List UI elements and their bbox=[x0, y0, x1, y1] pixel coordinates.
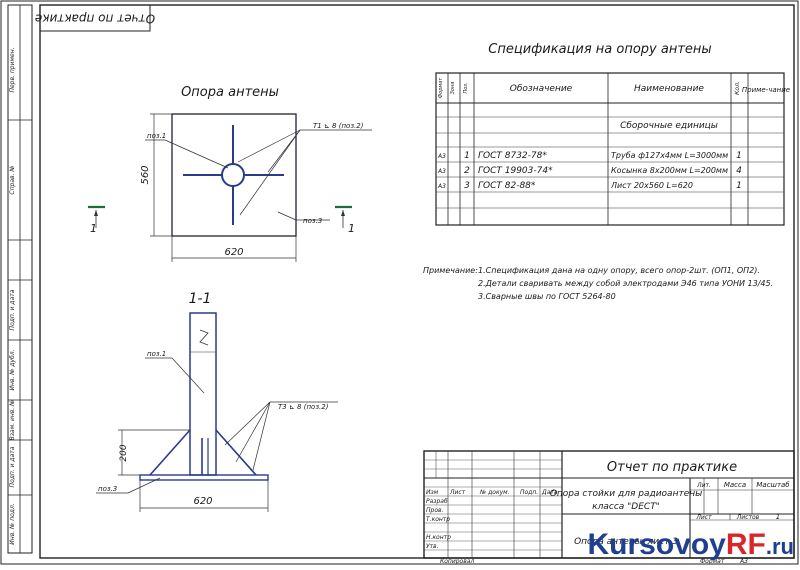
top-weld-label: Т1 ⊾ 8 (поз.2) bbox=[313, 122, 364, 130]
side-label-1: Перв. примен. bbox=[9, 47, 16, 92]
note-3: 3.Сварные швы по ГОСТ 5264-80 bbox=[478, 292, 616, 301]
watermark-part3: .ru bbox=[765, 534, 794, 559]
tb-col-izm: Изм bbox=[426, 489, 439, 496]
tb-col-date: Дата bbox=[541, 489, 558, 496]
note-2: 2.Детали сваривать между собой электрода… bbox=[478, 279, 773, 288]
title-block-grid bbox=[423, 450, 795, 559]
tb-desc-line1: Опора стойки для радиоантены bbox=[550, 489, 702, 499]
title-block-title: Отчет по практике bbox=[607, 460, 737, 475]
spec-row-1: А3 1 ГОСТ 8732-78* Труба ф127х4мм L=3000… bbox=[437, 151, 742, 161]
side-label-7: Инв. № подл. bbox=[9, 503, 16, 544]
section-mark-right-label: 1 bbox=[348, 222, 355, 235]
svg-text:А3: А3 bbox=[437, 183, 446, 190]
notes-label: Примечание: bbox=[423, 266, 478, 275]
watermark-logo: KursovoyRF.ru bbox=[588, 528, 795, 562]
svg-text:Труба ф127х4мм L=3000мм: Труба ф127х4мм L=3000мм bbox=[611, 151, 728, 160]
svg-text:1: 1 bbox=[464, 151, 470, 161]
spec-header-qty: Кол. bbox=[734, 81, 741, 95]
tb-format-value: А3 bbox=[739, 558, 748, 565]
top-view-leaders bbox=[145, 129, 372, 221]
svg-text:ГОСТ 19903-74*: ГОСТ 19903-74* bbox=[478, 166, 553, 176]
section-view-leaders bbox=[96, 357, 338, 494]
watermark-part2: RF bbox=[725, 528, 766, 561]
spec-table-grid bbox=[435, 72, 785, 226]
svg-text:А3: А3 bbox=[437, 168, 446, 175]
tb-role-utv: Утв. bbox=[426, 543, 439, 550]
svg-text:Косынка 8х200мм L=200мм: Косынка 8х200мм L=200мм bbox=[611, 166, 728, 175]
top-pos3-label: поз.3 bbox=[303, 217, 322, 225]
section-dim-width: 620 bbox=[193, 496, 212, 507]
tb-format-label: Формат bbox=[700, 558, 725, 565]
tb-sheets-value: 1 bbox=[776, 513, 780, 521]
svg-text:4: 4 bbox=[736, 166, 742, 176]
top-dim-width: 620 bbox=[224, 247, 243, 258]
section-weld-label: Т3 ⊾ 8 (поз.2) bbox=[278, 403, 329, 411]
watermark-part1: Kursovoy bbox=[587, 528, 726, 561]
spec-row-3: А3 3 ГОСТ 82-88* Лист 20х560 L=620 1 bbox=[437, 181, 742, 191]
section-mark-right bbox=[335, 205, 352, 228]
section-view-dimensions bbox=[118, 429, 269, 512]
svg-text:2: 2 bbox=[464, 166, 470, 176]
tb-col-list: Лист bbox=[449, 489, 466, 496]
section-pos3-label: поз.3 bbox=[98, 485, 117, 493]
tb-part-name: Опора антены, лист 3 bbox=[574, 537, 678, 547]
section-mark-left-label: 1 bbox=[90, 222, 97, 235]
tb-col-sign: Подп. bbox=[520, 489, 538, 496]
side-label-6: Подп. и дата bbox=[9, 446, 16, 487]
section-view-body bbox=[139, 312, 269, 481]
side-label-2: Справ. № bbox=[9, 165, 16, 194]
tb-mass-label: Масса bbox=[724, 481, 746, 489]
spec-header-pos: Поз. bbox=[463, 82, 469, 93]
spec-header-name: Наименование bbox=[634, 84, 704, 94]
tb-role-nkontr: Н.контр bbox=[426, 534, 451, 541]
top-stamp-box bbox=[39, 4, 151, 32]
tb-sheets-label: Листов bbox=[736, 514, 760, 521]
left-side-strip: Перв. примен. Справ. № Подп. и дата Инв.… bbox=[7, 4, 33, 554]
tb-desc-line2: класса "DECT" bbox=[592, 502, 660, 512]
spec-header-designation: Обозначение bbox=[510, 84, 573, 94]
note-1: 1.Спецификация дана на одну опору, всего… bbox=[478, 266, 760, 275]
tb-scale-label: Масштаб bbox=[756, 481, 790, 489]
top-view-plate bbox=[171, 113, 297, 237]
tb-copied: Копировал bbox=[440, 558, 474, 565]
section-pos1-label: поз.1 bbox=[147, 350, 166, 358]
top-view-dimensions bbox=[150, 113, 297, 262]
tb-col-doc: № докум. bbox=[479, 489, 510, 496]
svg-text:А3: А3 bbox=[437, 153, 446, 160]
tb-role-prov: Пров. bbox=[426, 507, 444, 514]
section-mark-left bbox=[88, 205, 105, 228]
spec-header-zone: Зона bbox=[450, 82, 456, 95]
tb-role-tkontr: Т.контр bbox=[426, 516, 450, 523]
spec-section-label: Сборочные единицы bbox=[620, 121, 718, 131]
svg-text:Лист 20х560 L=620: Лист 20х560 L=620 bbox=[610, 181, 693, 190]
top-stamp-text: Отчет по практике bbox=[35, 12, 155, 26]
tb-lit-label: Лит. bbox=[696, 482, 711, 489]
spec-row-2: А3 2 ГОСТ 19903-74* Косынка 8х200мм L=20… bbox=[437, 166, 742, 176]
spec-title: Спецификация на опору антены bbox=[488, 42, 711, 57]
spec-header-note: Приме-чание bbox=[742, 86, 790, 94]
svg-text:ГОСТ 82-88*: ГОСТ 82-88* bbox=[478, 181, 536, 191]
frame-border bbox=[39, 4, 795, 559]
svg-text:1: 1 bbox=[736, 151, 742, 161]
spec-header-format: Формат bbox=[438, 77, 444, 98]
section-dim-height: 200 bbox=[119, 444, 129, 461]
svg-text:1: 1 bbox=[736, 181, 742, 191]
top-dim-height: 560 bbox=[140, 165, 151, 184]
tb-sheet-label: Лист bbox=[695, 514, 712, 521]
svg-text:ГОСТ 8732-78*: ГОСТ 8732-78* bbox=[478, 151, 547, 161]
tb-role-razrab: Разраб bbox=[426, 498, 448, 505]
side-label-3: Подп. и дата bbox=[9, 289, 16, 330]
top-view-title: Опора антены bbox=[181, 85, 279, 100]
side-label-5: Взам. инв. № bbox=[9, 400, 16, 441]
svg-text:3: 3 bbox=[464, 181, 470, 191]
top-pos1-label: поз.1 bbox=[147, 132, 166, 140]
side-label-4: Инв. № дубл. bbox=[9, 349, 16, 390]
section-view-title: 1-1 bbox=[189, 291, 212, 307]
